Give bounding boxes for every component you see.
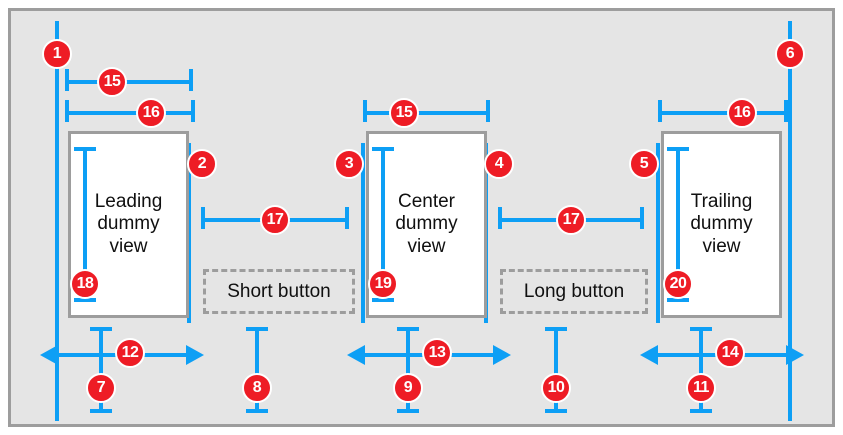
dimension-line-18-height (83, 147, 87, 302)
drop-cap-9-top (397, 327, 419, 331)
dimension-line-20-height (676, 147, 680, 302)
center-dummy-view-label-line1: Center (397, 190, 455, 212)
drop-cap-8-top (246, 327, 268, 331)
guide-line-trailing-edge (788, 21, 792, 421)
leading-dummy-view-label-line2: dummy (97, 213, 160, 235)
dimension-cap-17-left-start (201, 207, 205, 229)
drop-cap-9-bottom (397, 409, 419, 413)
dimension-line-16-leading (65, 111, 195, 115)
callout-badge-17-left[interactable]: 17 (260, 205, 290, 235)
callout-badge-8[interactable]: 8 (242, 373, 272, 403)
spread-arrow-13-right (493, 345, 511, 365)
guide-line-trailing-view-leading (656, 143, 660, 323)
callout-badge-18[interactable]: 18 (70, 269, 100, 299)
callout-badge-15-center[interactable]: 15 (389, 98, 419, 128)
callout-badge-19[interactable]: 19 (368, 269, 398, 299)
dimension-cap-19-bottom (372, 298, 394, 302)
dimension-cap-18-top (74, 147, 96, 151)
dimension-line-16-trailing (658, 111, 788, 115)
drop-line-10 (554, 327, 558, 413)
leading-dummy-view[interactable]: Leading dummy view (68, 131, 189, 318)
leading-dummy-view-label-line3: view (109, 235, 148, 257)
drop-line-8 (255, 327, 259, 413)
drop-cap-10-bottom (545, 409, 567, 413)
dimension-cap-19-top (372, 147, 394, 151)
dimension-cap-17-left-end (345, 207, 349, 229)
dimension-cap-20-bottom (667, 298, 689, 302)
dimension-cap-15-leading-start (65, 69, 69, 91)
drop-cap-11-top (690, 327, 712, 331)
dimension-cap-16-trailing-end (784, 100, 788, 122)
trailing-dummy-view-label-line2: dummy (690, 213, 753, 235)
spread-arrow-14-right (786, 345, 804, 365)
long-button-label: Long button (523, 280, 625, 302)
callout-badge-16-leading[interactable]: 16 (136, 98, 166, 128)
drop-cap-11-bottom (690, 409, 712, 413)
spread-arrow-12-right (186, 345, 204, 365)
guide-line-leading-view-trailing (187, 143, 191, 323)
dimension-line-19-height (381, 147, 385, 302)
short-button[interactable]: Short button (203, 269, 355, 314)
callout-badge-5[interactable]: 5 (629, 149, 659, 179)
drop-cap-7-bottom (90, 409, 112, 413)
leading-dummy-view-label-line1: Leading (94, 190, 163, 212)
callout-badge-11[interactable]: 11 (686, 373, 716, 403)
callout-badge-1[interactable]: 1 (42, 39, 72, 69)
callout-badge-7[interactable]: 7 (86, 373, 116, 403)
dimension-cap-17-right-start (498, 207, 502, 229)
dimension-line-15-leading (65, 80, 193, 84)
callout-badge-4[interactable]: 4 (484, 149, 514, 179)
callout-badge-6[interactable]: 6 (775, 39, 805, 69)
callout-badge-17-right[interactable]: 17 (556, 205, 586, 235)
callout-badge-16-trailing[interactable]: 16 (727, 98, 757, 128)
spread-arrow-12-left (40, 345, 58, 365)
dimension-cap-16-leading-start (65, 100, 69, 122)
drop-line-11 (699, 327, 703, 413)
callout-badge-3[interactable]: 3 (334, 149, 364, 179)
dimension-line-15-center (363, 111, 490, 115)
dimension-cap-15-leading-end (189, 69, 193, 91)
dimension-cap-15-center-start (363, 100, 367, 122)
center-dummy-view-label-line3: view (407, 235, 446, 257)
callout-badge-10[interactable]: 10 (541, 373, 571, 403)
callout-badge-2[interactable]: 2 (187, 149, 217, 179)
spread-arrow-13-left (347, 345, 365, 365)
trailing-dummy-view-label-line3: view (702, 235, 741, 257)
drop-cap-10-top (545, 327, 567, 331)
callout-badge-12[interactable]: 12 (115, 338, 145, 368)
guide-line-center-view-leading (361, 143, 365, 323)
guide-line-leading-edge (55, 21, 59, 421)
callout-badge-15-leading[interactable]: 15 (97, 67, 127, 97)
callout-badge-20[interactable]: 20 (663, 269, 693, 299)
dimension-cap-16-trailing-start (658, 100, 662, 122)
long-button[interactable]: Long button (500, 269, 648, 314)
drop-cap-7-top (90, 327, 112, 331)
spread-arrow-14-left (640, 345, 658, 365)
diagram-canvas: Leading dummy view Center dummy view Tra… (8, 8, 835, 427)
drop-line-9 (406, 327, 410, 413)
dimension-cap-15-center-end (486, 100, 490, 122)
dimension-cap-18-bottom (74, 298, 96, 302)
drop-cap-8-bottom (246, 409, 268, 413)
dimension-cap-20-top (667, 147, 689, 151)
dimension-cap-17-right-end (640, 207, 644, 229)
short-button-label: Short button (227, 280, 331, 302)
center-dummy-view-label-line2: dummy (395, 213, 458, 235)
callout-badge-14[interactable]: 14 (715, 338, 745, 368)
dimension-cap-16-leading-end (191, 100, 195, 122)
callout-badge-9[interactable]: 9 (393, 373, 423, 403)
callout-badge-13[interactable]: 13 (422, 338, 452, 368)
drop-line-7 (99, 327, 103, 413)
trailing-dummy-view-label-line1: Trailing (690, 190, 753, 212)
